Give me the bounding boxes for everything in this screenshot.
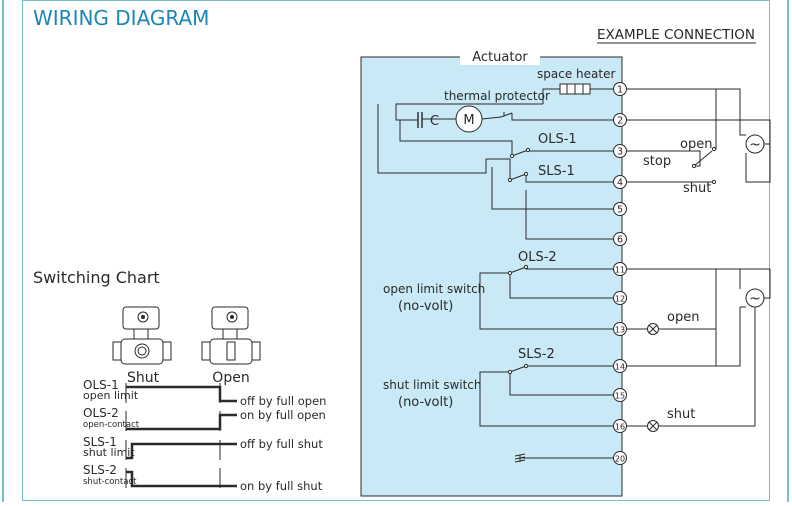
lamp-open-label: open [667, 310, 699, 325]
terminal-2: 2 [613, 113, 627, 127]
terminal-3: 3 [613, 144, 627, 158]
svg-text:5: 5 [617, 205, 623, 216]
terminal-12: 12 [613, 291, 627, 305]
space-heater-label: space heater [537, 67, 615, 81]
svg-text:20: 20 [615, 455, 625, 464]
terminal-15: 15 [613, 388, 627, 402]
actuator-panel [360, 56, 623, 497]
svg-text:SLS-1: SLS-1 [83, 435, 117, 449]
example-connection-label: EXAMPLE CONNECTION [597, 28, 755, 43]
chart-open-label: Open [212, 370, 249, 386]
lamp-shut-symbol [647, 420, 659, 432]
svg-text:15: 15 [615, 392, 625, 401]
valve-shut-icon [112, 306, 172, 365]
terminal-13: 13 [613, 322, 627, 336]
sls1-label: SLS-1 [538, 164, 575, 179]
svg-text:on by full open: on by full open [240, 408, 326, 422]
space-heater-symbol [559, 83, 591, 95]
terminal-11: 11 [613, 262, 627, 276]
svg-text:OLS-2: OLS-2 [83, 406, 119, 420]
page-title: WIRING DIAGRAM [33, 6, 209, 30]
selector-switch [691, 146, 717, 185]
earth-ground-symbol [514, 453, 526, 463]
lamp-open-symbol [647, 323, 659, 335]
svg-text:14: 14 [615, 363, 625, 372]
switching-chart-title: Switching Chart [33, 268, 160, 287]
chart-shut-label: Shut [127, 370, 160, 386]
svg-text:OLS-1: OLS-1 [83, 378, 119, 392]
svg-text:open-contact: open-contact [83, 420, 140, 430]
actuator-label-bg [460, 49, 540, 65]
svg-text:~: ~ [749, 291, 761, 307]
terminal-20: 20 [613, 451, 627, 465]
svg-text:13: 13 [615, 326, 625, 335]
open-label: open [680, 137, 712, 152]
thermal-protector-symbol [500, 112, 513, 118]
svg-text:6: 6 [617, 235, 623, 246]
terminal-5: 5 [613, 202, 627, 216]
shut-label: shut [683, 181, 711, 196]
terminal-16: 16 [613, 419, 627, 433]
motor-label: M [463, 113, 474, 128]
terminal-14: 14 [613, 359, 627, 373]
actuator-label: Actuator [472, 50, 528, 65]
svg-text:SLS-2: SLS-2 [83, 463, 117, 477]
open-limit-novolt: (no-volt) [398, 299, 453, 314]
page-frame [22, 0, 770, 501]
stop-label: stop [643, 154, 671, 169]
svg-text:1: 1 [617, 85, 623, 96]
svg-text:shut limit: shut limit [83, 446, 135, 459]
valve-open-icon [201, 306, 261, 365]
svg-text:~: ~ [749, 137, 761, 153]
ols2-label: OLS-2 [518, 250, 557, 265]
svg-text:off by full shut: off by full shut [240, 437, 323, 451]
svg-text:on by full shut: on by full shut [240, 479, 323, 493]
svg-text:off by full open: off by full open [240, 394, 326, 408]
svg-text:shut-contact: shut-contact [83, 477, 137, 487]
svg-text:open limit: open limit [83, 389, 139, 402]
svg-text:4: 4 [617, 178, 623, 189]
terminal-6: 6 [613, 232, 627, 246]
ols1-label: OLS-1 [538, 132, 577, 147]
capacitor-symbol [417, 112, 423, 128]
terminal-1: 1 [613, 82, 627, 96]
svg-text:16: 16 [615, 423, 625, 432]
shut-limit-novolt: (no-volt) [398, 395, 453, 410]
ac-source-top: ~ [745, 134, 765, 154]
svg-text:3: 3 [617, 147, 623, 158]
svg-text:11: 11 [615, 266, 625, 275]
svg-text:12: 12 [615, 295, 625, 304]
lamp-shut-label: shut [667, 407, 695, 422]
terminal-4: 4 [613, 175, 627, 189]
shut-limit-label: shut limit switch [383, 378, 482, 392]
switch-contacts [507, 147, 531, 375]
sls2-label: SLS-2 [518, 347, 555, 362]
open-limit-label: open limit switch [383, 282, 485, 296]
motor-symbol [455, 105, 483, 133]
ac-source-bottom: ~ [745, 288, 765, 308]
thermal-protector-label: thermal protector [444, 89, 550, 103]
capacitor-label: C [430, 114, 439, 129]
svg-text:2: 2 [617, 116, 623, 127]
